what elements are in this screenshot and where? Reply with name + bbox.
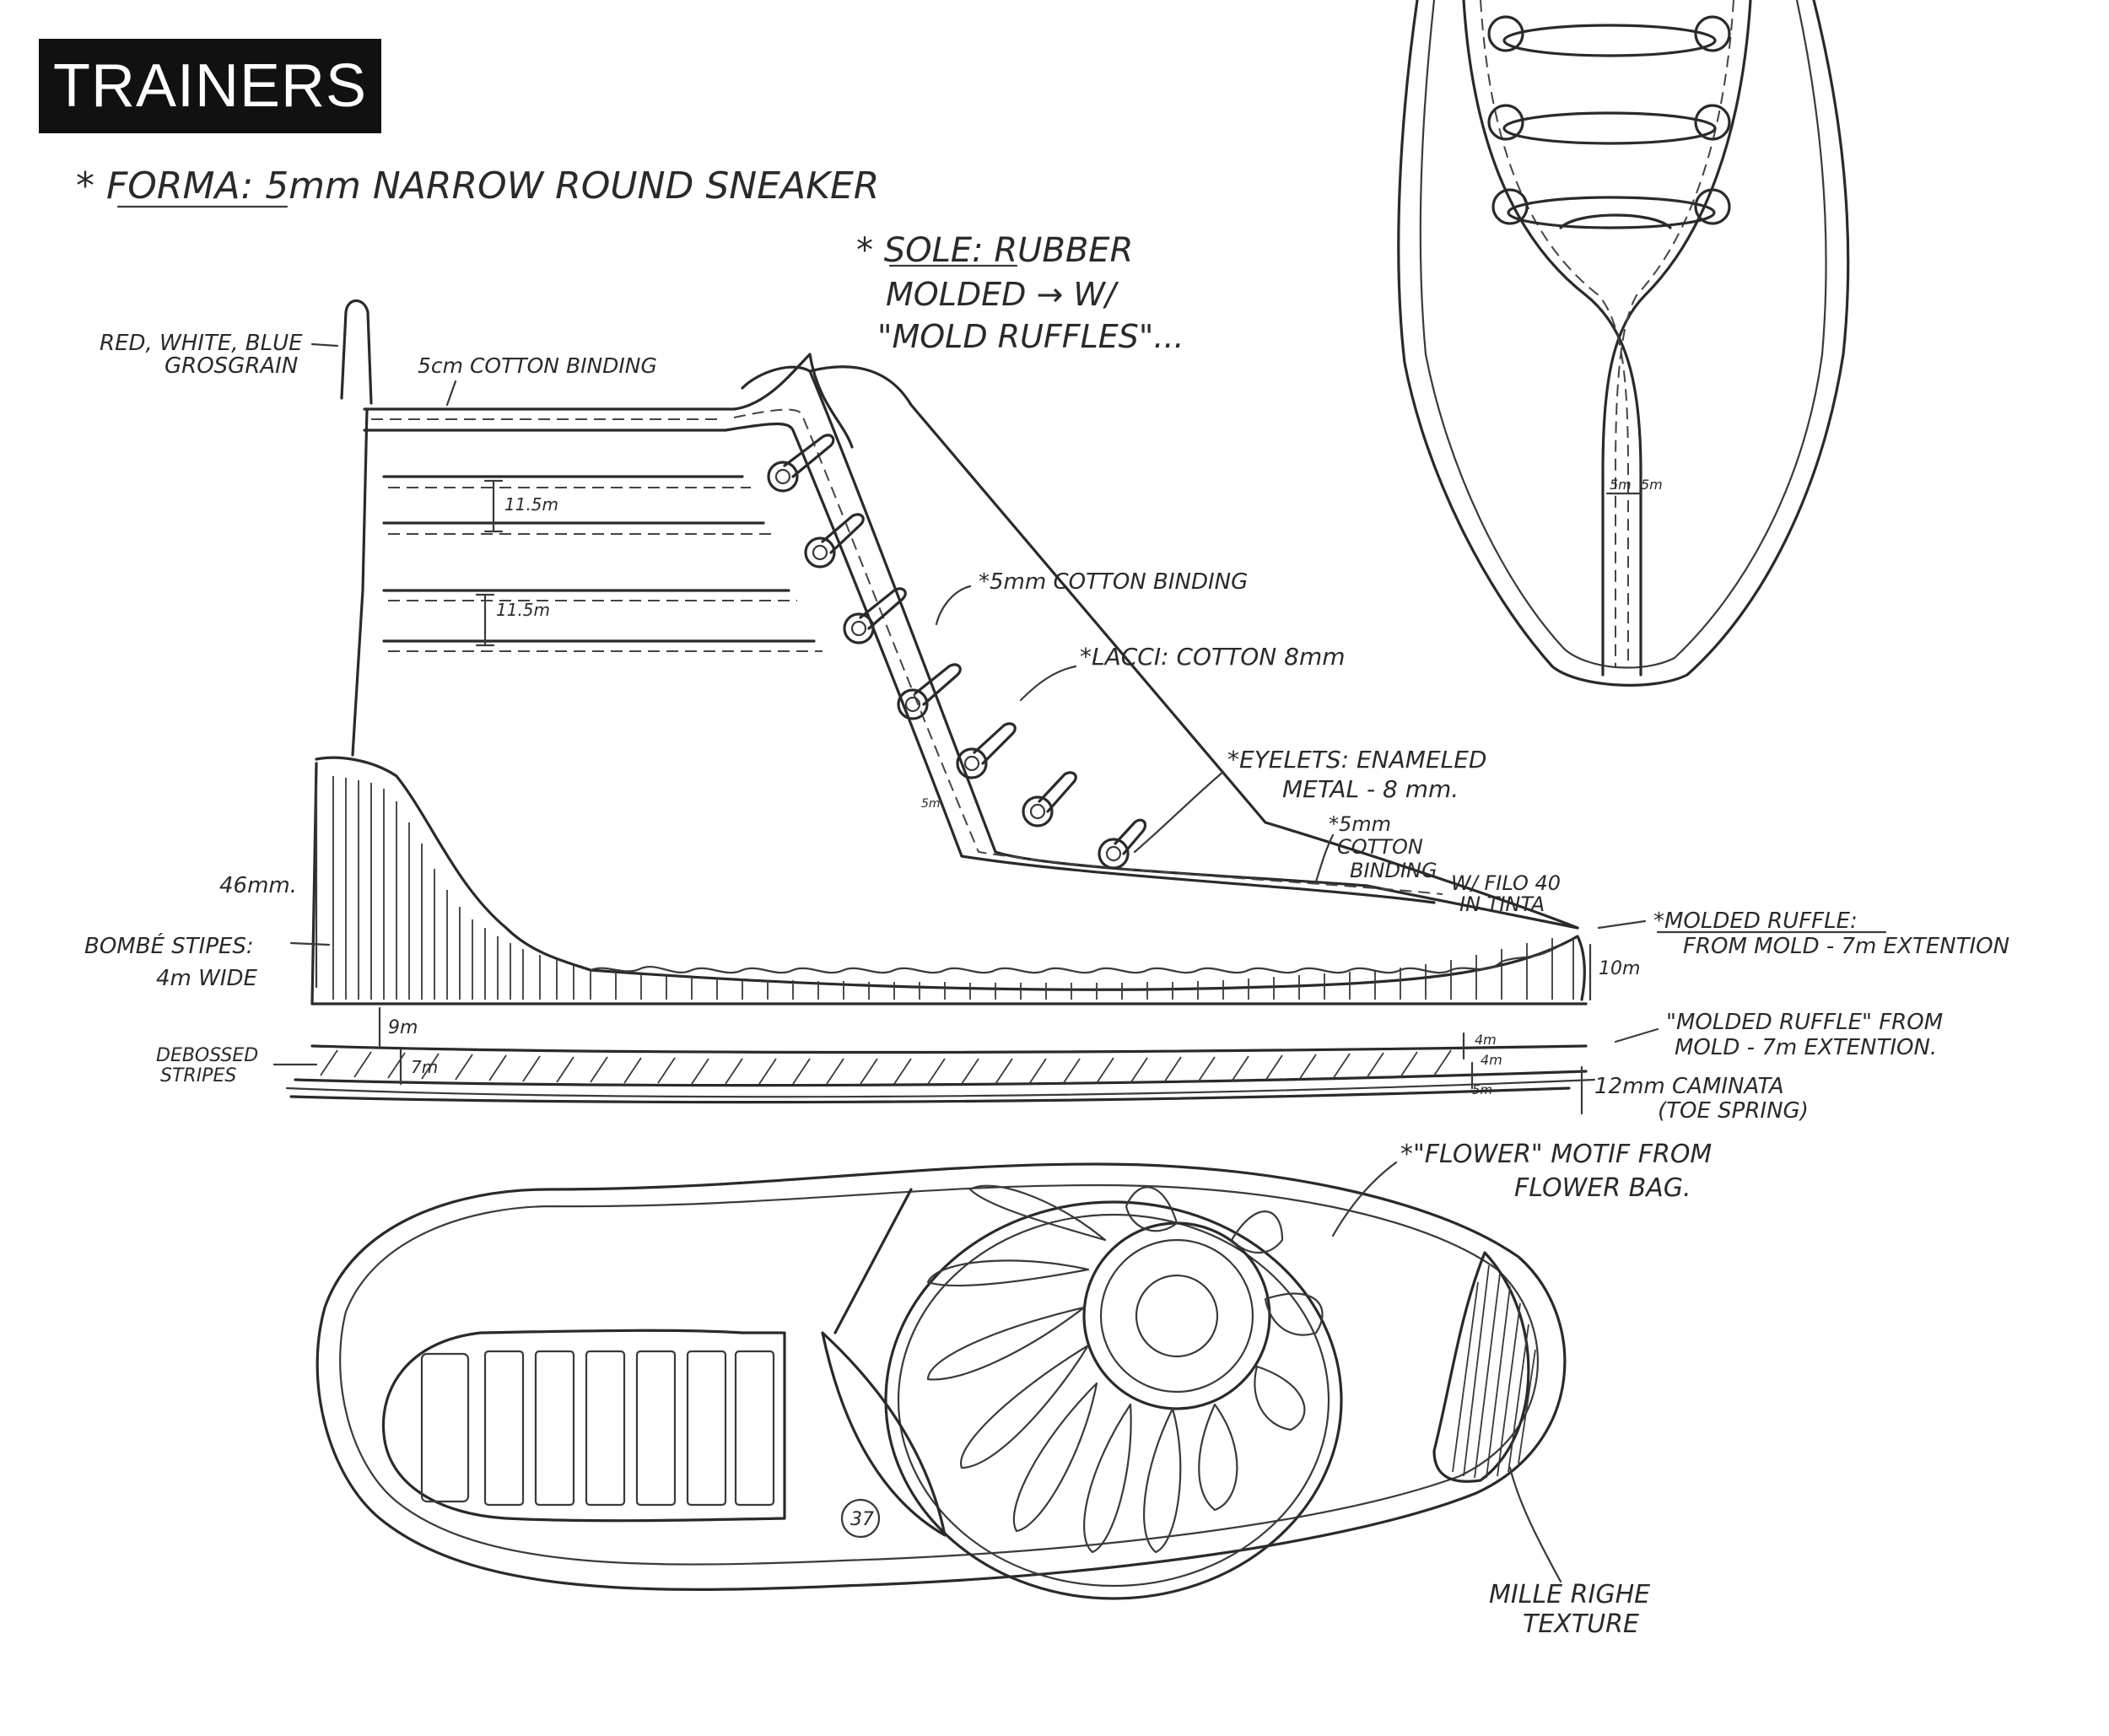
lace-panel-inner	[724, 422, 1436, 904]
outsole-outline	[316, 1162, 1567, 1591]
flower-core	[1135, 1274, 1219, 1358]
foxing-top-ruffle	[315, 756, 1586, 1001]
top-view-vamp-left	[1462, 0, 1642, 677]
debossed-stripe-hatching	[320, 1049, 1452, 1085]
heel-stripe-panel	[381, 1329, 786, 1523]
side-view-laces	[783, 434, 1147, 855]
size-marker-circle	[840, 1498, 881, 1539]
top-dim-label-b: 5m	[1641, 477, 1663, 493]
debossed-label-1: DEBOSSED	[156, 1045, 258, 1066]
lacci-label: *LACCI: COTTON 8mm	[1080, 643, 1346, 671]
bombe-stripe-hatching	[332, 776, 1574, 1000]
vamp-binding-label-1: *5mm	[1329, 812, 1391, 836]
vamp-binding-label-2: COTTON	[1337, 835, 1423, 859]
lace-panel-outer	[741, 365, 1579, 930]
height-label: 46mm.	[219, 873, 297, 898]
side-view-eyelets	[767, 461, 1130, 870]
flower-disc	[884, 1200, 1343, 1600]
side-view-drawing: 11.5m 11.5m	[285, 299, 1596, 1115]
flower-petals	[926, 1184, 1324, 1554]
bombe-label-2: 4m WIDE	[156, 966, 258, 991]
mille-label-1: MILLE RIGHE	[1489, 1580, 1650, 1609]
outsole-top	[294, 1070, 1588, 1087]
top-view-drawing: 5m 5m	[1397, 0, 1850, 687]
flower-label-1: *"FLOWER" MOTIF FROM	[1400, 1140, 1712, 1169]
sole-note-line3: "MOLD RUFFLES"...	[877, 318, 1184, 355]
dim-4m-b: 4m	[1481, 1052, 1502, 1068]
vamp-binding-label-5: IN TINTA	[1459, 892, 1545, 916]
vamp-binding-label-3: BINDING	[1350, 859, 1437, 882]
page-title: TRAINERS	[39, 39, 381, 133]
heel-pull-tab	[340, 299, 373, 405]
eyelets-label-1: *EYELETS: ENAMELED	[1227, 746, 1486, 774]
sole-note-line2: MOLDED → W/	[886, 276, 1119, 313]
flower-center	[1082, 1221, 1271, 1410]
toe-spring-label-1: 12mm CAMINATA	[1594, 1074, 1784, 1099]
collar-binding	[363, 353, 854, 449]
sole-note-line1: * SOLE: RUBBER	[856, 231, 1133, 270]
toe-height-label: 10m	[1599, 958, 1640, 979]
grosgrain-label-1: RED, WHITE, BLUE	[100, 331, 303, 356]
forma-note: * FORMA: 5mm NARROW ROUND SNEAKER	[76, 164, 879, 208]
size-marker: 37	[850, 1509, 874, 1530]
top-view-outline	[1397, 0, 1850, 687]
heel-stripes	[420, 1350, 775, 1507]
lace-binding-label: *5mm COTTON BINDING	[979, 569, 1248, 595]
mille-label-2: TEXTURE	[1523, 1609, 1639, 1639]
midsole-line	[310, 1044, 1588, 1054]
heel-counter-line	[351, 407, 369, 757]
dim-4m-a: 4m	[1475, 1032, 1497, 1048]
top-view-eyelets	[1487, 15, 1731, 229]
vamp-binding-line	[808, 365, 1579, 930]
vamp-binding-label-4: W/ FILO 40	[1451, 871, 1561, 895]
top-binding-label: 5cm COTTON BINDING	[418, 353, 657, 378]
outsole-dim-label: 7m	[411, 1057, 438, 1077]
stripe-dim-1: 11.5m	[504, 494, 558, 515]
flower-label-2: FLOWER BAG.	[1514, 1173, 1691, 1203]
bombe-label-1: BOMBÉ STIPES:	[84, 932, 254, 959]
molded-ruffle-b-label-2: MOLD - 7m EXTENTION.	[1675, 1035, 1937, 1060]
toe-spring-label-2: (TOE SPRING)	[1658, 1098, 1809, 1124]
grosgrain-label-2: GROSGRAIN	[165, 353, 298, 379]
arch-wedge	[821, 1331, 947, 1537]
mille-righe-hatching	[1452, 1264, 1536, 1479]
lace-dim-label: 5m	[921, 797, 941, 811]
dim-5m: 5m	[1472, 1082, 1492, 1097]
molded-ruffle-b-label-1: "MOLDED RUFFLE" FROM	[1666, 1010, 1943, 1035]
eyelets-label-2: METAL - 8 mm.	[1282, 775, 1459, 803]
top-view-vamp-right	[1601, 0, 1752, 677]
top-dim-label-a: 5m	[1610, 477, 1632, 493]
midsole-dim-label: 9m	[388, 1017, 418, 1038]
toe-texture-panel	[1432, 1251, 1530, 1483]
stripe-dim-2: 11.5m	[496, 600, 550, 620]
outsole-bottom-view: 37	[316, 1162, 1567, 1600]
debossed-label-2: STRIPES	[160, 1065, 236, 1086]
molded-ruffle-label-1: *MOLDED RUFFLE:	[1653, 908, 1858, 934]
outsole-bottom	[289, 1086, 1571, 1104]
molded-ruffle-label-2: FROM MOLD - 7m EXTENTION	[1683, 934, 2009, 959]
